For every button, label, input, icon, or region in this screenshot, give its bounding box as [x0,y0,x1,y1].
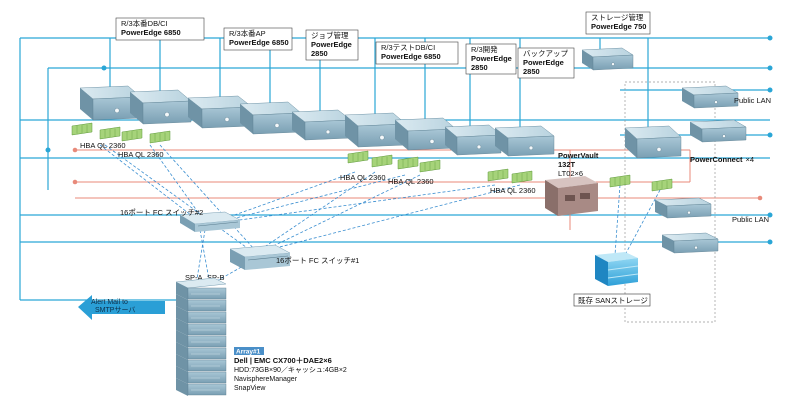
hba-label: HBA QL 2360 [340,173,386,182]
array-hdd: HDD:73GB×90／キャッシュ:4GB×2 [234,366,347,374]
san-dashed-links [99,144,661,286]
server-r3-ap-1 [187,95,253,129]
fc-endpoints [72,147,763,201]
array-model: Dell | EMC CX700＋DAE2×6 [234,356,332,365]
hba-label: HBA QL 2360 [80,141,126,150]
hba-card [149,130,171,144]
hba-card [419,159,441,173]
callout-model-number: 2850 [311,49,328,58]
fc-switch-1-label: 16ポート FC スイッチ#1 [276,256,359,265]
public-lan-label: Public LAN [734,96,771,105]
server-r3-test-1 [344,112,407,148]
powerconnect-label: PowerConnect×4 [690,155,754,164]
server-job-mgmt [291,109,352,141]
powervault-name: PowerVault [558,151,599,160]
array-software-2: SnapView [234,385,266,392]
callout-model: PowerEdge [471,54,512,63]
callout-role: R/3本番AP [229,28,266,38]
powervault-drives: LT02×6 [558,169,583,178]
callout-model-number: 2850 [471,63,488,72]
hba-label: HBA QL 2360 [388,177,434,186]
storage-array-stack [175,277,227,396]
powerconnect-switch-2 [689,119,747,143]
hba-card [71,122,93,136]
hba-card [397,156,419,170]
powerconnect-switch-3 [654,197,712,219]
server-backup [494,125,555,157]
hba-card [371,154,393,168]
server-group [79,47,747,254]
array-software-1: NavisphereManager [234,376,298,383]
array-enclosure [176,378,227,396]
fc-switch-2 [179,211,241,232]
existing-san-label: 既存 SANストレージ [578,295,648,305]
callout-role: R/3テストDB/CI [381,43,435,52]
hba-card [511,170,533,184]
powerconnect-switch-4 [661,232,719,254]
server-r3-db-2 [129,89,192,125]
callout-model: PowerEdge 6850 [381,52,441,61]
callout-model-number: 2850 [523,67,540,76]
callout-role: R/3本番DB/CI [121,18,168,28]
array-tag: Array#1 [236,349,261,356]
callout-model: PowerEdge 6850 [121,28,181,37]
existing-san-storage [595,252,639,286]
hba-card [99,126,121,140]
callout-role: ジョブ管理 [311,30,349,40]
alert-mail-arrow [78,295,165,320]
powervault-tape-library [545,176,598,216]
callout-model: PowerEdge [523,58,564,67]
fc-switch-2-label: 16ポート FC スイッチ#2 [120,208,203,217]
callout-model: PowerEdge 750 [591,22,646,31]
server-r3-dev [444,124,502,156]
server-storage-mgmt [581,47,634,71]
callout-role: ストレージ管理 [591,12,644,22]
powervault-model: 132T [558,160,576,169]
hba-card [609,174,631,188]
hba-card [651,178,673,192]
existing-san-label-box [573,293,651,307]
right-group-frame [624,81,716,323]
hba-label: HBA QL 2360 [490,186,536,195]
sp-a-label: SP-A [185,273,203,282]
callout-role: バックアップ [523,49,568,58]
hba-cards [71,122,673,192]
callout-model: PowerEdge [311,40,352,49]
lan-lines [19,37,770,301]
callout-role: R/3開発 [471,45,498,54]
hba-label: HBA QL 2360 [118,150,164,159]
hba-card [347,150,369,164]
sp-b-label: SP-B [207,273,225,282]
hba-card [121,128,143,142]
server-r3-test-2 [394,117,457,151]
powerconnect-switch-1 [681,85,739,109]
fc-switch-1 [229,244,291,270]
hba-card [487,168,509,182]
lan-endpoints [45,35,773,245]
server-r3-ap-2 [239,101,302,135]
public-lan-label: Public LAN [732,215,769,224]
array-tag-background [234,347,264,355]
server-right-1 [624,125,682,159]
callout-model: PowerEdge 6850 [229,38,289,47]
server-r3-db-1 [79,85,142,121]
